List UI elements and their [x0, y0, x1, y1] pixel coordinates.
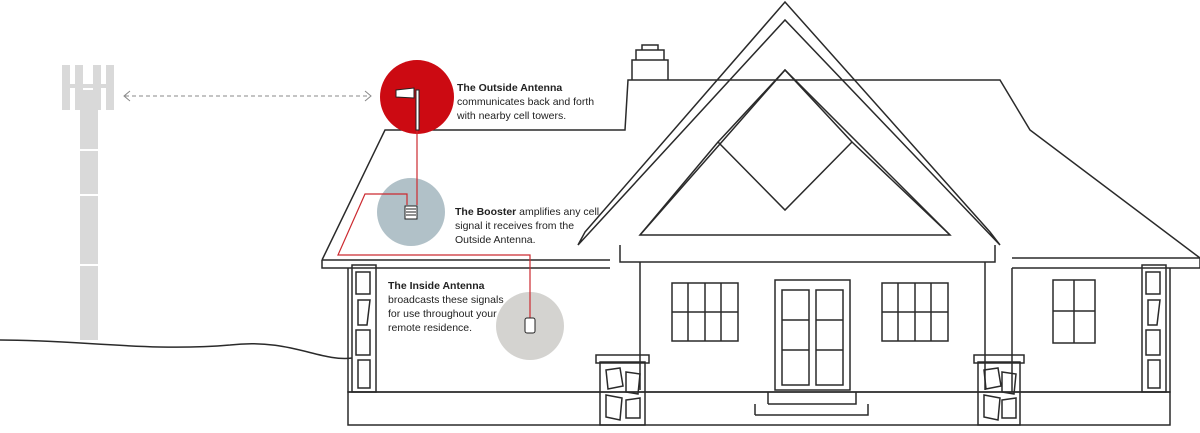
- inside-antenna-title: The Inside Antenna: [388, 280, 485, 292]
- caption-line: Outside Antenna.: [455, 234, 536, 246]
- caption-line: with nearby cell towers.: [457, 110, 567, 122]
- ground-line: [0, 339, 353, 360]
- roof: [321, 79, 1200, 269]
- front-gable: [577, 0, 1001, 246]
- foundation: [347, 391, 1171, 426]
- outside-antenna-icon: [395, 87, 420, 131]
- windows: [671, 279, 1096, 344]
- steps: [754, 392, 869, 416]
- chimney: [631, 44, 669, 80]
- caption-line: amplifies any cell: [516, 206, 600, 218]
- booster-caption: The Booster amplifies any cell signal it…: [455, 205, 599, 247]
- booster-title: The Booster: [455, 206, 517, 218]
- inside-antenna-caption: The Inside Antenna broadcasts these sign…: [388, 279, 504, 335]
- front-door: [774, 279, 851, 391]
- caption-line: communicates back and forth: [457, 96, 595, 108]
- inside-antenna-icon: [524, 317, 536, 334]
- caption-line: remote residence.: [388, 322, 473, 334]
- caption-line: broadcasts these signals: [388, 294, 504, 306]
- outside-antenna-title: The Outside Antenna: [457, 82, 563, 94]
- outside-antenna-caption: The Outside Antenna communicates back an…: [457, 81, 594, 123]
- stone-columns: [351, 264, 1167, 426]
- booster-icon: [404, 205, 418, 220]
- cell-tower: [62, 65, 114, 340]
- caption-line: for use throughout your: [388, 308, 497, 320]
- caption-line: signal it receives from the: [455, 220, 575, 232]
